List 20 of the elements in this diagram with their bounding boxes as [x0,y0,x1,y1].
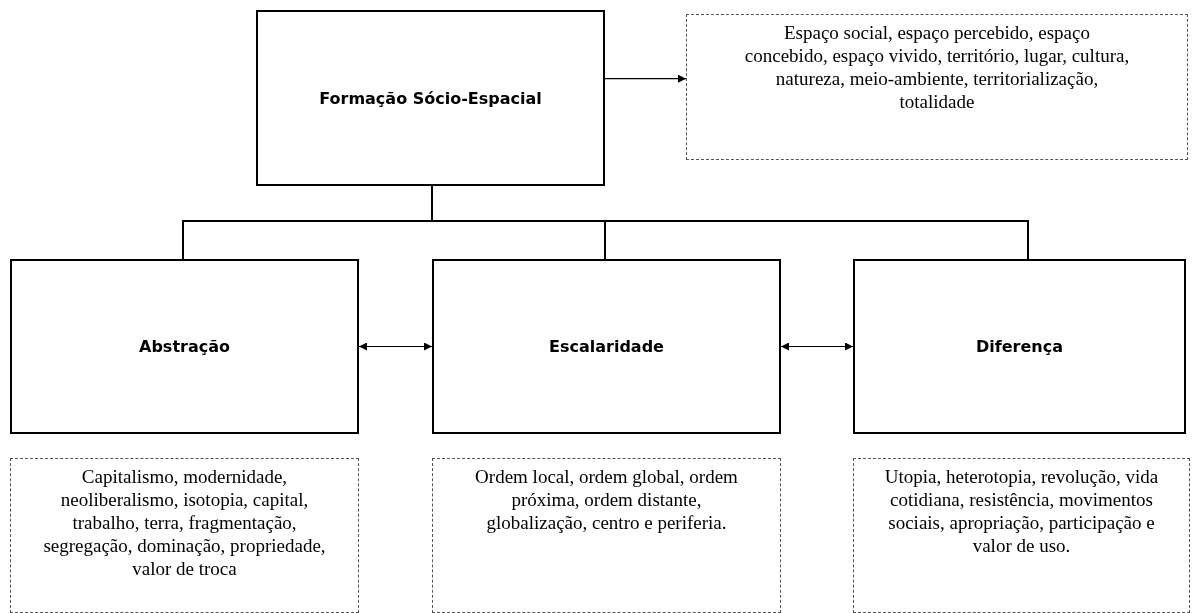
concept-box [432,259,781,434]
concept-label: Diferença [976,337,1063,356]
note-box [853,458,1190,613]
concept-label: Escalaridade [549,337,664,356]
note-box [432,458,781,613]
arrow [358,342,433,351]
concept-box [256,10,605,186]
concept-box [853,259,1186,434]
arrow [780,342,854,351]
note-text: Espaço social, espaço percebido, espaço concebido, espaço vivido, território, lugar, cultura, natureza, meio-ambiente, territorialização, totalidade [743,21,1131,113]
note-text: Capitalismo, modernidade, neoliberalismo, isotopia, capital, trabalho, terra, fragmentação, segregação, dominação, propriedade, valor de troca [42,465,327,580]
concept-label: Formação Sócio-Espacial [319,88,542,108]
concept-label: Abstração [139,337,230,356]
note-box [10,458,359,613]
connector-line [431,185,1029,260]
concept-box [10,259,359,434]
note-box [686,14,1188,160]
note-text: Utopia, heterotopia, revolução, vida cotidiana, resistência, movimentos sociais, apropriação, participação e valor de uso. [883,465,1160,557]
arrow [604,74,687,83]
note-text: Ordem local, ordem global, ordem próxima, ordem distante, globalização, centro e periferia. [474,465,739,534]
